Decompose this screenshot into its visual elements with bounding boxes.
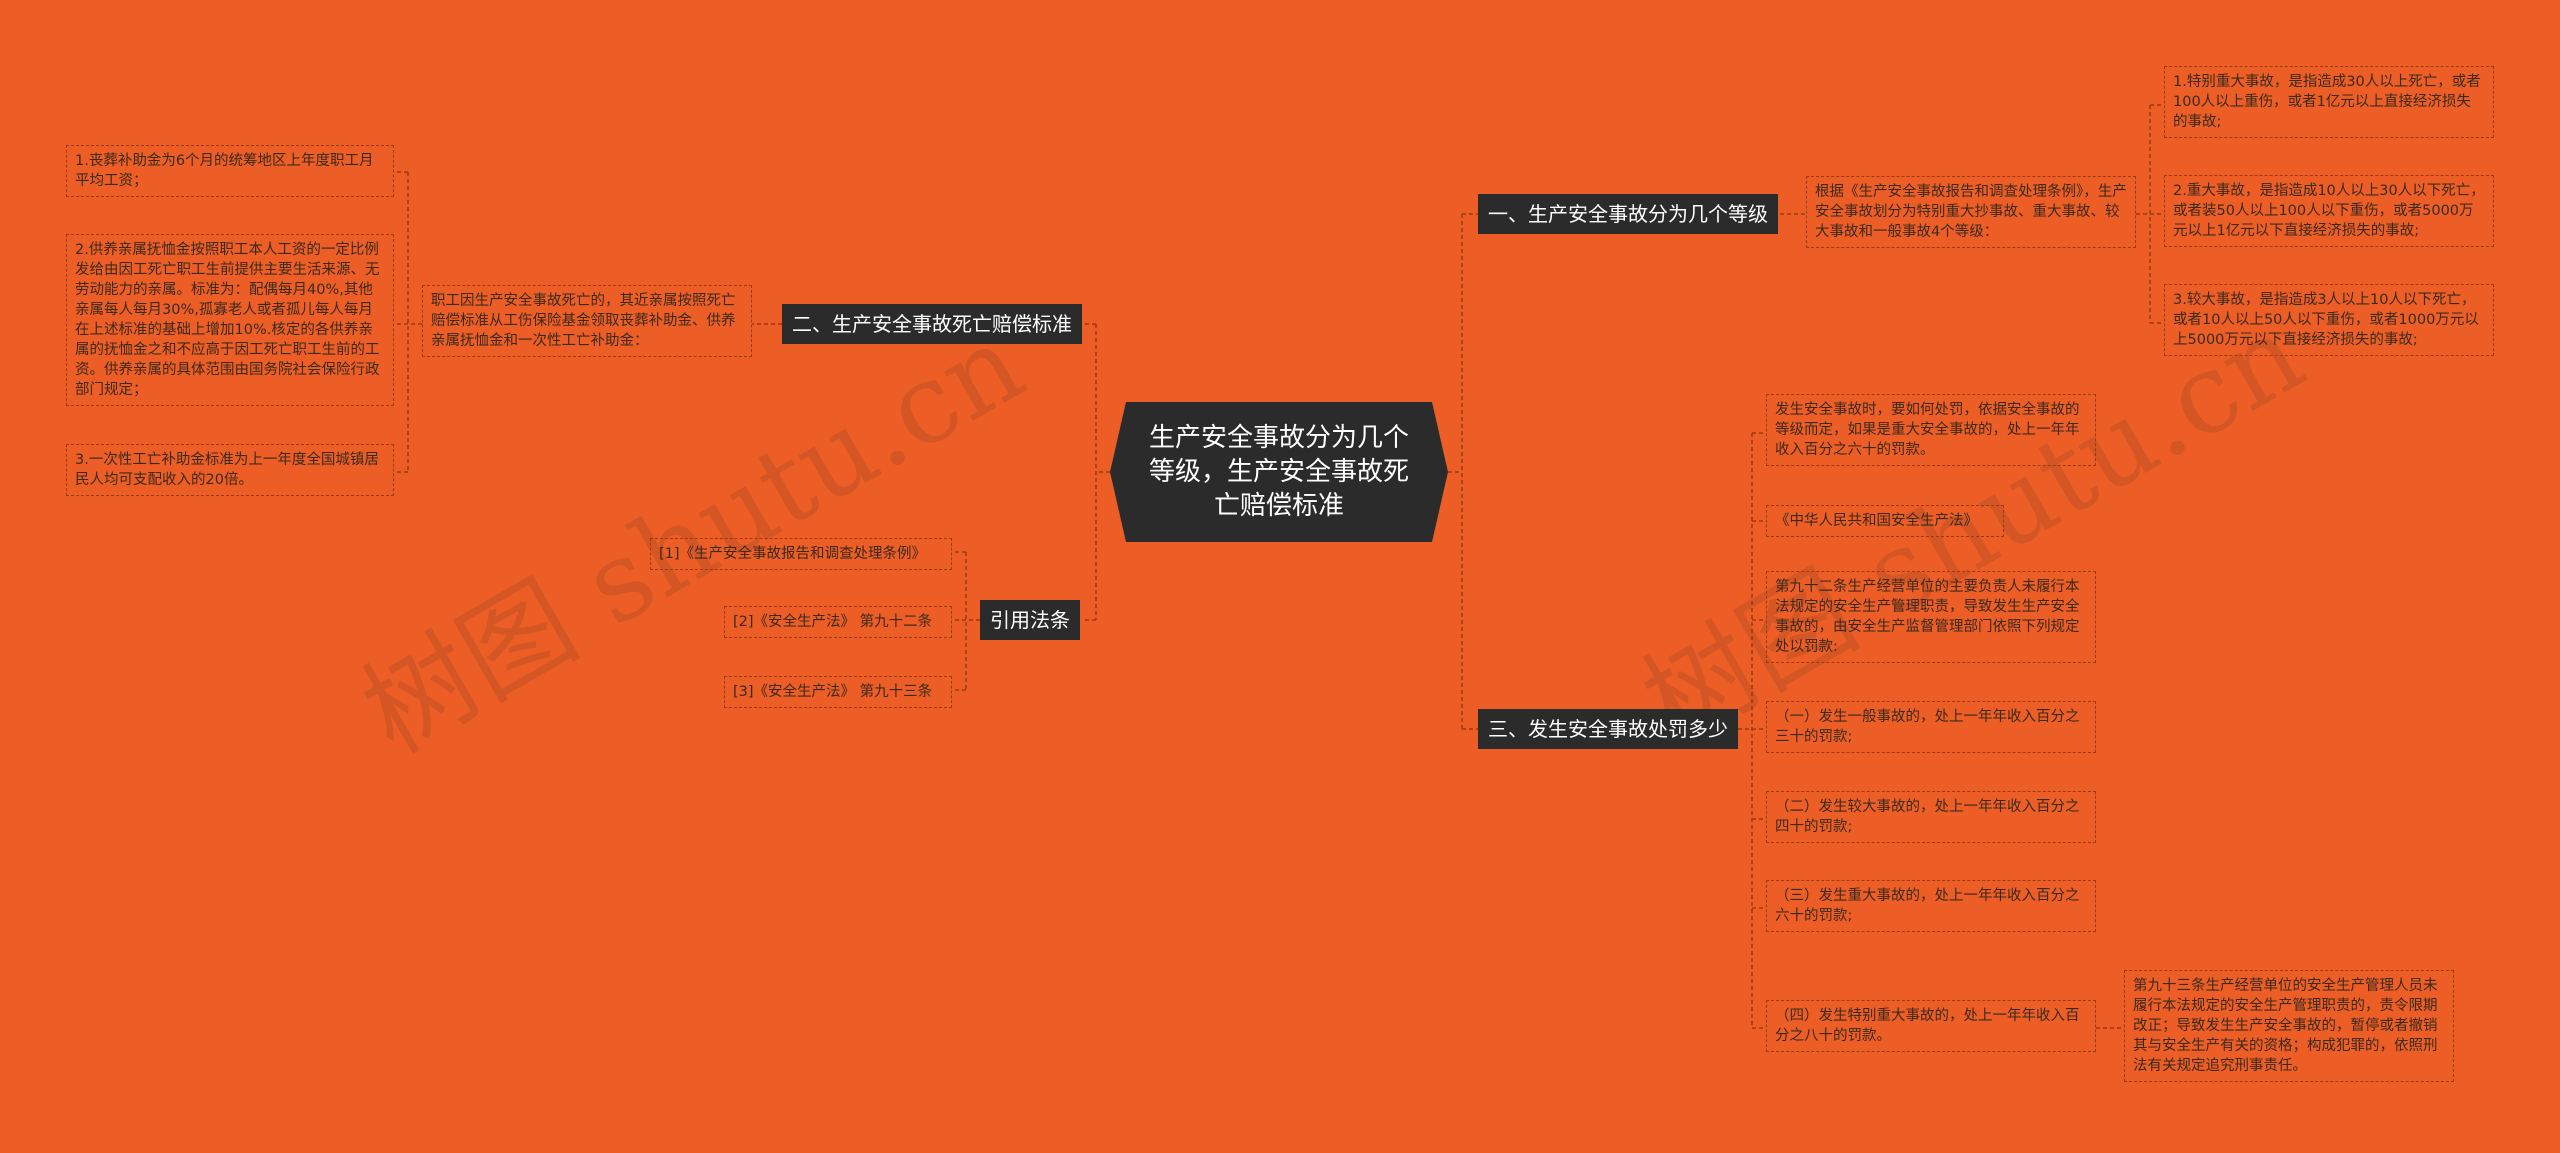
root-title: 生产安全事故分为几个等级，生产安全事故死亡赔偿标准 [1148,423,1409,521]
penalty-item-6: （三）发生重大事故的，处上一年年收入百分之六十的罚款; [1766,880,2096,932]
leaf-text: 1.特别重大事故，是指造成30人以上死亡，或者100人以上重伤，或者1亿元以上直… [2173,74,2481,130]
branch-label: 引用法条 [990,608,1070,632]
leaf-text: 3.较大事故，是指造成3人以上10人以下死亡，或者10人以上50人以下重伤，或者… [2173,292,2479,348]
branch-citations[interactable]: 引用法条 [980,600,1080,640]
citation-item-2: [2]《安全生产法》 第九十二条 [724,606,952,638]
compensation-item-3: 3.一次性工亡补助金标准为上一年度全国城镇居民人均可支配收入的20倍。 [66,444,394,496]
penalty-item-2: 《中华人民共和国安全生产法》 [1766,505,2004,537]
compensation-item-2: 2.供养亲属抚恤金按照职工本人工资的一定比例发给由因工死亡职工生前提供主要生活来… [66,234,394,406]
branch-label: 一、生产安全事故分为几个等级 [1488,202,1768,226]
branch-death-compensation[interactable]: 二、生产安全事故死亡赔偿标准 [782,304,1082,344]
penalty-extra: 第九十三条生产经营单位的安全生产管理人员未履行本法规定的安全生产管理职责的，责令… [2124,970,2454,1082]
leaf-text: （二）发生较大事故的，处上一年年收入百分之四十的罚款; [1775,799,2080,835]
leaf-text: 第九十三条生产经营单位的安全生产管理人员未履行本法规定的安全生产管理职责的，责令… [2133,978,2438,1074]
branch-accident-levels[interactable]: 一、生产安全事故分为几个等级 [1478,194,1778,234]
leaf-text: 2.供养亲属抚恤金按照职工本人工资的一定比例发给由因工死亡职工生前提供主要生活来… [75,242,380,398]
penalty-item-1: 发生安全事故时，要如何处罚，依据安全事故的等级而定，如果是重大安全事故的，处上一… [1766,394,2096,466]
leaf-text: 职工因生产安全事故死亡的，其近亲属按照死亡赔偿标准从工伤保险基金领取丧葬补助金、… [431,293,736,349]
accident-levels-summary: 根据《生产安全事故报告和调查处理条例》，生产安全事故划分为特别重大抄事故、重大事… [1806,176,2136,248]
leaf-text: [1]《生产安全事故报告和调查处理条例》 [659,546,927,562]
leaf-text: [2]《安全生产法》 第九十二条 [733,614,933,630]
leaf-text: （一）发生一般事故的，处上一年年收入百分之三十的罚款; [1775,709,2080,745]
leaf-text: 2.重大事故，是指造成10人以上30人以下死亡，或者装50人以上100人以下重伤… [2173,183,2485,239]
penalty-item-5: （二）发生较大事故的，处上一年年收入百分之四十的罚款; [1766,791,2096,843]
leaf-text: [3]《安全生产法》 第九十三条 [733,684,933,700]
compensation-item-1: 1.丧葬补助金为6个月的统筹地区上年度职工月平均工资； [66,145,394,197]
level-item-3: 3.较大事故，是指造成3人以上10人以下死亡，或者10人以上50人以下重伤，或者… [2164,284,2494,356]
penalty-item-7: （四）发生特别重大事故的，处上一年年收入百分之八十的罚款。 [1766,1000,2096,1052]
level-item-1: 1.特别重大事故，是指造成30人以上死亡，或者100人以上重伤，或者1亿元以上直… [2164,66,2494,138]
citation-item-3: [3]《安全生产法》 第九十三条 [724,676,952,708]
citation-item-1: [1]《生产安全事故报告和调查处理条例》 [650,538,952,570]
leaf-text: 第九十二条生产经营单位的主要负责人未履行本法规定的安全生产管理职责，导致发生生产… [1775,579,2080,655]
penalty-item-4: （一）发生一般事故的，处上一年年收入百分之三十的罚款; [1766,701,2096,753]
compensation-summary: 职工因生产安全事故死亡的，其近亲属按照死亡赔偿标准从工伤保险基金领取丧葬补助金、… [422,285,752,357]
branch-label: 三、发生安全事故处罚多少 [1488,717,1728,741]
leaf-text: 发生安全事故时，要如何处罚，依据安全事故的等级而定，如果是重大安全事故的，处上一… [1775,402,2080,458]
penalty-item-3: 第九十二条生产经营单位的主要负责人未履行本法规定的安全生产管理职责，导致发生生产… [1766,571,2096,663]
branch-label: 二、生产安全事故死亡赔偿标准 [792,312,1072,336]
leaf-text: 1.丧葬补助金为6个月的统筹地区上年度职工月平均工资； [75,153,374,189]
leaf-text: 根据《生产安全事故报告和调查处理条例》，生产安全事故划分为特别重大抄事故、重大事… [1815,184,2127,240]
leaf-text: （四）发生特别重大事故的，处上一年年收入百分之八十的罚款。 [1775,1008,2080,1044]
leaf-text: （三）发生重大事故的，处上一年年收入百分之六十的罚款; [1775,888,2080,924]
root-topic[interactable]: 生产安全事故分为几个等级，生产安全事故死亡赔偿标准 [1110,402,1448,542]
leaf-text: 《中华人民共和国安全生产法》 [1775,513,1978,529]
branch-penalties[interactable]: 三、发生安全事故处罚多少 [1478,709,1738,749]
leaf-text: 3.一次性工亡补助金标准为上一年度全国城镇居民人均可支配收入的20倍。 [75,452,379,488]
level-item-2: 2.重大事故，是指造成10人以上30人以下死亡，或者装50人以上100人以下重伤… [2164,175,2494,247]
